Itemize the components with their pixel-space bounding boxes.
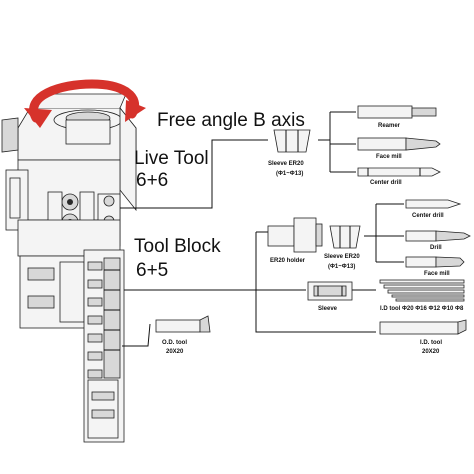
tool-block-label: Tool Block (134, 236, 221, 257)
face-mill-top-label: Face mill (376, 154, 402, 160)
sleeve-er20-mid-label: Sleeve ER20 (324, 254, 360, 260)
sleeve-er20-top-label: Sleeve ER20 (268, 161, 304, 167)
center-drill-mid-image (405, 199, 462, 209)
od-tool-image (155, 315, 211, 333)
sleeve-er20-top-range: (Φ1~Φ13) (276, 171, 303, 177)
sleeve-er20-mid-range: (Φ1~Φ13) (328, 264, 355, 270)
connector-lines (120, 111, 404, 347)
sleeve-image (307, 281, 353, 301)
sleeve-er20-mid-image (329, 225, 361, 249)
reamer-image (357, 105, 437, 119)
reamer-label: Reamer (378, 123, 401, 129)
er20-holder-label: ER20 holder (270, 258, 306, 264)
center-drill-mid-label: Center drill (412, 213, 444, 219)
turret-machine (1, 79, 146, 443)
sleeve-er20-top (273, 129, 311, 153)
drill-label: Drill (430, 245, 442, 251)
tool-block-column (83, 249, 125, 443)
drill-image (405, 230, 471, 242)
sleeve-label: Sleeve (318, 306, 338, 312)
live-tool-label: Live Tool (134, 148, 209, 169)
tool-block-count: 6+5 (136, 260, 168, 281)
center-drill-top-label: Center drill (370, 180, 402, 186)
id-tool-image (379, 319, 467, 335)
b-axis-label: Free angle B axis (157, 110, 305, 131)
od-tool-size: 20X20 (166, 349, 184, 355)
live-tool-count: 6+6 (136, 170, 168, 191)
center-drill-top-image (357, 167, 441, 177)
er20-holder-image (267, 217, 323, 253)
id-tool-bars-image (379, 279, 465, 302)
face-mill-mid-label: Face mill (424, 271, 450, 277)
id-tool-label: I.D. tool (420, 340, 442, 346)
od-tool-label: O.D. tool (162, 340, 187, 346)
b-axis-rotation-arrow-icon (24, 79, 146, 128)
face-mill-mid-image (405, 256, 465, 268)
id-tool-size: 20X20 (422, 349, 440, 355)
face-mill-top-image (357, 137, 441, 151)
id-tool-sizes-label: I.D tool Φ20 Φ16 Φ12 Φ10 Φ8 (380, 306, 464, 312)
